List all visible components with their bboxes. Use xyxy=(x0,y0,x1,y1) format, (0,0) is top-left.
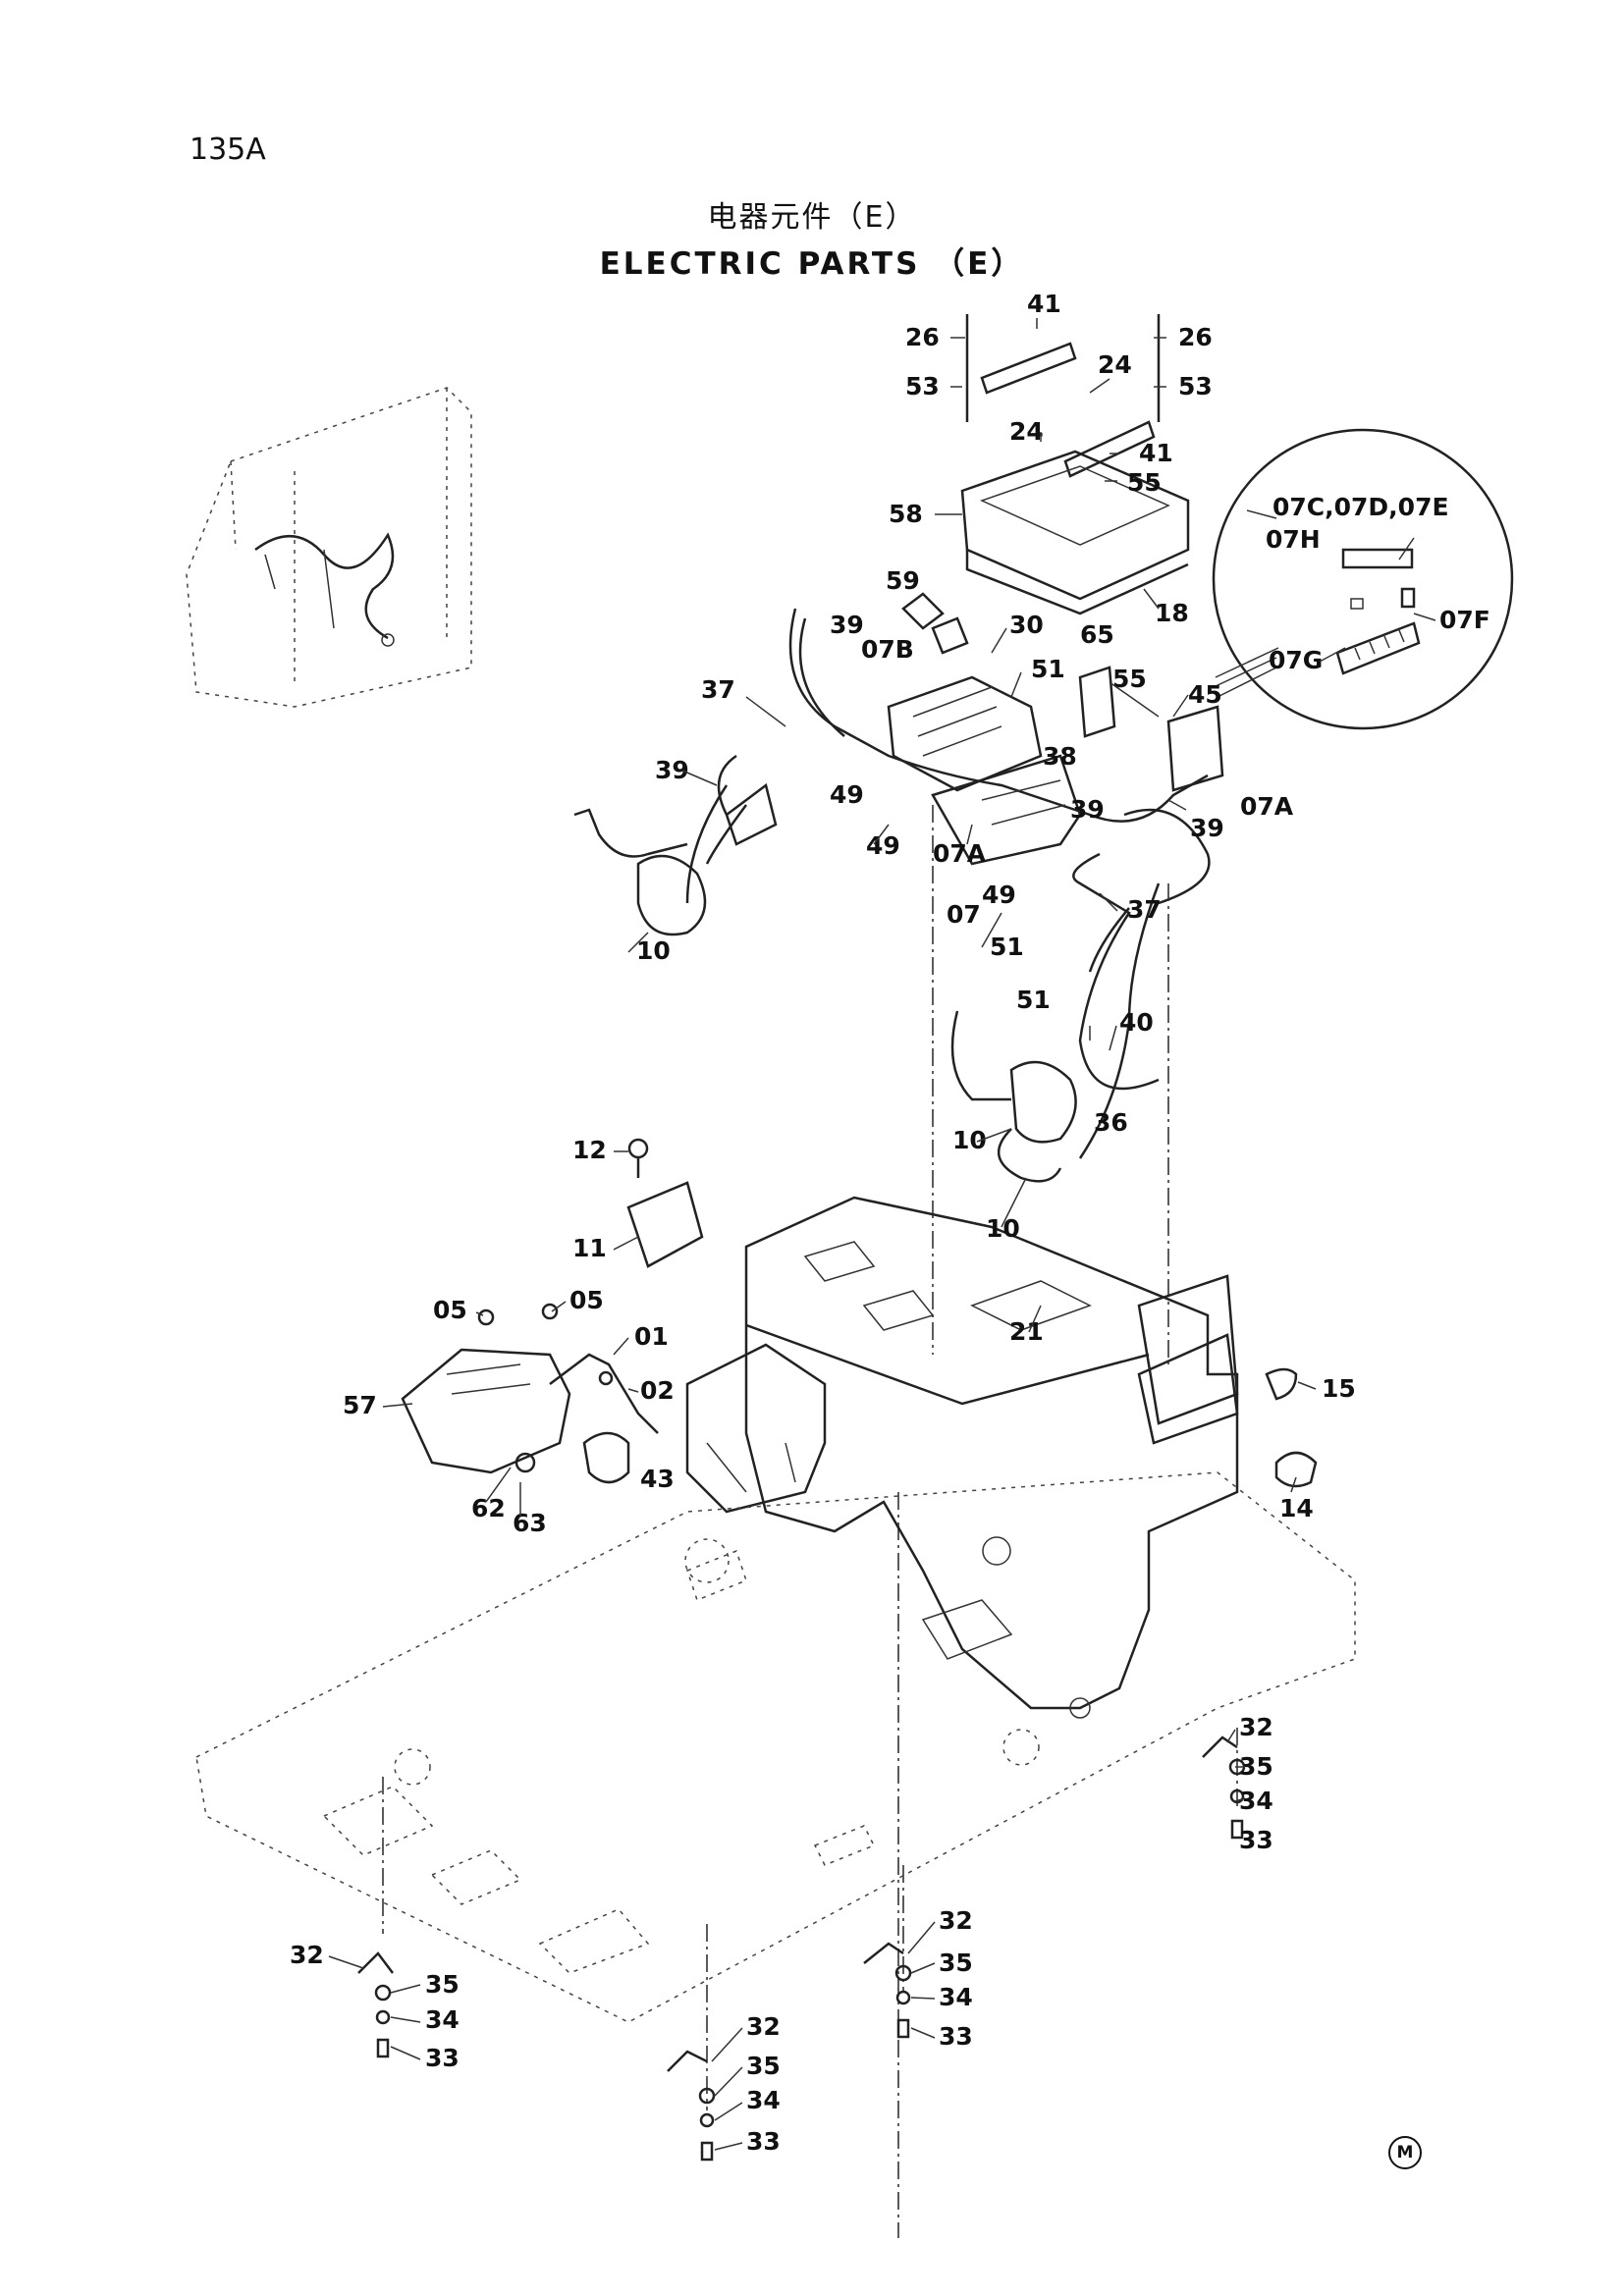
callout: 51 xyxy=(990,933,1024,961)
callout: 39 xyxy=(1190,814,1224,842)
callout: 07A xyxy=(1240,792,1294,821)
callout: 51 xyxy=(1031,655,1065,683)
callout: 32 xyxy=(746,2012,781,2041)
callout: 53 xyxy=(1178,372,1213,400)
callout: 35 xyxy=(746,2052,781,2080)
cab-inset xyxy=(186,387,472,708)
controller-assembly xyxy=(960,314,1190,615)
callout: 32 xyxy=(290,1941,324,1969)
callout: 07G xyxy=(1269,646,1323,674)
callout: 39 xyxy=(1070,795,1105,824)
callout: 05 xyxy=(433,1296,467,1324)
callout: 07C,07D,07E xyxy=(1272,493,1449,521)
callout: 11 xyxy=(572,1234,607,1262)
floor-plate xyxy=(195,1471,1356,2023)
callout: 36 xyxy=(1094,1108,1128,1137)
callout: 33 xyxy=(939,2022,973,2051)
callout: 33 xyxy=(1239,1826,1273,1854)
callout: 34 xyxy=(939,1983,973,2011)
callout: 53 xyxy=(905,372,940,400)
callout: 18 xyxy=(1155,599,1189,627)
ground-strap-sets xyxy=(357,1735,1246,2162)
callout: 07B xyxy=(861,635,914,664)
callout: 01 xyxy=(634,1322,669,1351)
cab-base-frame xyxy=(685,1196,1239,1719)
callout: 65 xyxy=(1080,620,1114,649)
callout: 37 xyxy=(701,675,735,704)
callout: 38 xyxy=(1043,742,1077,771)
callout: 51 xyxy=(1016,986,1051,1014)
callout: 32 xyxy=(1239,1713,1273,1741)
callout: 15 xyxy=(1322,1374,1356,1403)
callout: 59 xyxy=(886,566,920,595)
callout: 40 xyxy=(1119,1008,1154,1037)
callout: 49 xyxy=(866,831,900,860)
page-code: 135A xyxy=(189,133,266,167)
callout: 58 xyxy=(889,500,923,528)
callout: 33 xyxy=(746,2127,781,2156)
detail-circle-connector xyxy=(1212,428,1514,730)
callout: 37 xyxy=(1127,895,1162,924)
callout: 33 xyxy=(425,2044,460,2072)
callout: 24 xyxy=(1098,350,1132,379)
callout: 26 xyxy=(1178,323,1213,351)
callout: 41 xyxy=(1027,290,1061,318)
callout: 05 xyxy=(569,1286,604,1314)
callout: 07 xyxy=(947,900,981,929)
callout: 43 xyxy=(640,1465,675,1493)
callout: 45 xyxy=(1188,680,1222,709)
callout: 07A xyxy=(933,839,987,868)
callout: 07F xyxy=(1439,606,1490,634)
left-side-parts xyxy=(401,1138,704,1484)
callout: 35 xyxy=(939,1949,973,1977)
callout: 49 xyxy=(982,881,1016,909)
callout: 49 xyxy=(830,780,864,809)
callout: 26 xyxy=(905,323,940,351)
callout: 34 xyxy=(425,2005,460,2034)
callout: 35 xyxy=(425,1970,460,1999)
right-side-bracket xyxy=(1137,1274,1318,1488)
assembly-centerlines xyxy=(382,805,1238,2238)
callout: 63 xyxy=(513,1509,547,1537)
callout: 07H xyxy=(1266,525,1321,554)
title-english: ELECTRIC PARTS （E） xyxy=(599,246,1025,282)
corner-mark-m: M xyxy=(1388,2136,1422,2169)
callout: 39 xyxy=(830,611,864,639)
leader-lines xyxy=(328,318,1436,2151)
callout: 10 xyxy=(636,936,671,965)
callout: 34 xyxy=(746,2086,781,2114)
callout: 57 xyxy=(343,1391,377,1419)
title-chinese: 电器元件（E） xyxy=(707,200,917,235)
callout: 10 xyxy=(986,1214,1020,1243)
callout: 32 xyxy=(939,1906,973,1935)
callout: 55 xyxy=(1127,468,1162,497)
callout: 21 xyxy=(1009,1317,1044,1346)
callout-labels: 26 41 26 53 24 53 24 41 55 58 18 07C,07D… xyxy=(290,290,1490,2156)
callout: 14 xyxy=(1279,1494,1314,1522)
callout: 41 xyxy=(1139,439,1173,467)
callout: 24 xyxy=(1009,417,1044,446)
callout: 39 xyxy=(655,756,689,784)
callout: 30 xyxy=(1009,611,1044,639)
callout: 34 xyxy=(1239,1787,1273,1815)
callout: 02 xyxy=(640,1376,675,1405)
wire-harness xyxy=(573,592,1224,1183)
callout: 12 xyxy=(572,1136,607,1164)
